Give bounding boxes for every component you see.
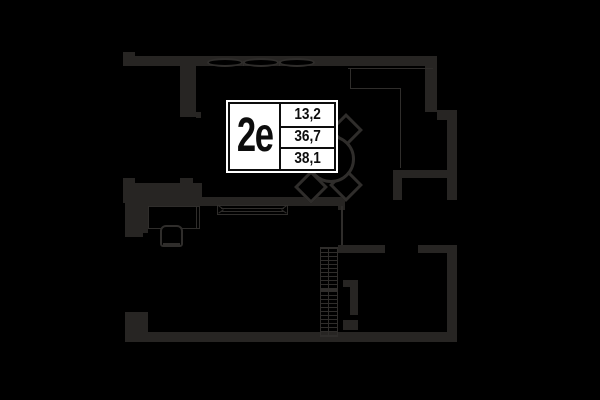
area-room-cell: 13,2: [279, 104, 334, 126]
wall-middle-long: [128, 197, 345, 206]
wall-bottom: [125, 332, 457, 342]
area-room: 13,2: [294, 105, 321, 123]
zone-line-top: [348, 68, 433, 69]
wall-middle-end: [338, 198, 345, 210]
wall-hall-left: [393, 178, 402, 200]
wall-pilaster-b: [180, 178, 193, 183]
apartment-type: 2е: [236, 109, 274, 163]
vent-shaft-upper: [320, 247, 338, 290]
wall-bath-top-right: [418, 245, 455, 253]
shaft-edge-line: [341, 206, 343, 245]
vent-shaft-lower: [320, 290, 338, 337]
wall-hall-top: [393, 170, 457, 178]
area-total: 38,1: [294, 150, 321, 168]
sliding-wardrobe: [217, 205, 288, 215]
desk-chair-foot: [163, 243, 180, 245]
sofa-cushion: [207, 58, 243, 67]
sofa-seam: [279, 61, 280, 66]
wall-pilaster-a: [123, 178, 135, 183]
apartment-info-label: 2е 13,2 36,7 38,1: [228, 102, 336, 171]
wardrobe-rail-line: [221, 208, 284, 209]
wall-interior-stub-foot: [196, 112, 201, 118]
wall-bath-inner: [350, 280, 358, 315]
wall-bath-inner-stub: [343, 280, 350, 287]
sofa-cushion: [279, 58, 315, 67]
zone-line-mid: [350, 88, 400, 89]
desk-edge-line: [196, 206, 197, 229]
area-total-cell: 38,1: [279, 147, 334, 169]
wall-left-upper-step: [125, 230, 143, 237]
wall-right-mid: [447, 110, 457, 200]
wall-right-lower: [447, 245, 457, 342]
apartment-type-cell: 2е: [230, 104, 279, 169]
wardrobe-rail-line: [221, 211, 284, 212]
desk-chair: [160, 225, 183, 247]
zone-line-left: [350, 68, 351, 89]
wall-top-notch: [123, 52, 135, 56]
wall-bath-block: [343, 320, 358, 330]
wall-interior-stub: [180, 56, 196, 117]
wall-right-upper: [425, 56, 437, 112]
area-living: 36,7: [294, 128, 321, 146]
wall-bath-top-left: [338, 245, 385, 253]
sofa-cushion: [243, 58, 279, 67]
zone-line-right: [400, 88, 401, 168]
area-living-cell: 36,7: [279, 125, 334, 148]
wall-left-lower-block: [125, 312, 148, 337]
sofa-seam: [243, 61, 244, 66]
